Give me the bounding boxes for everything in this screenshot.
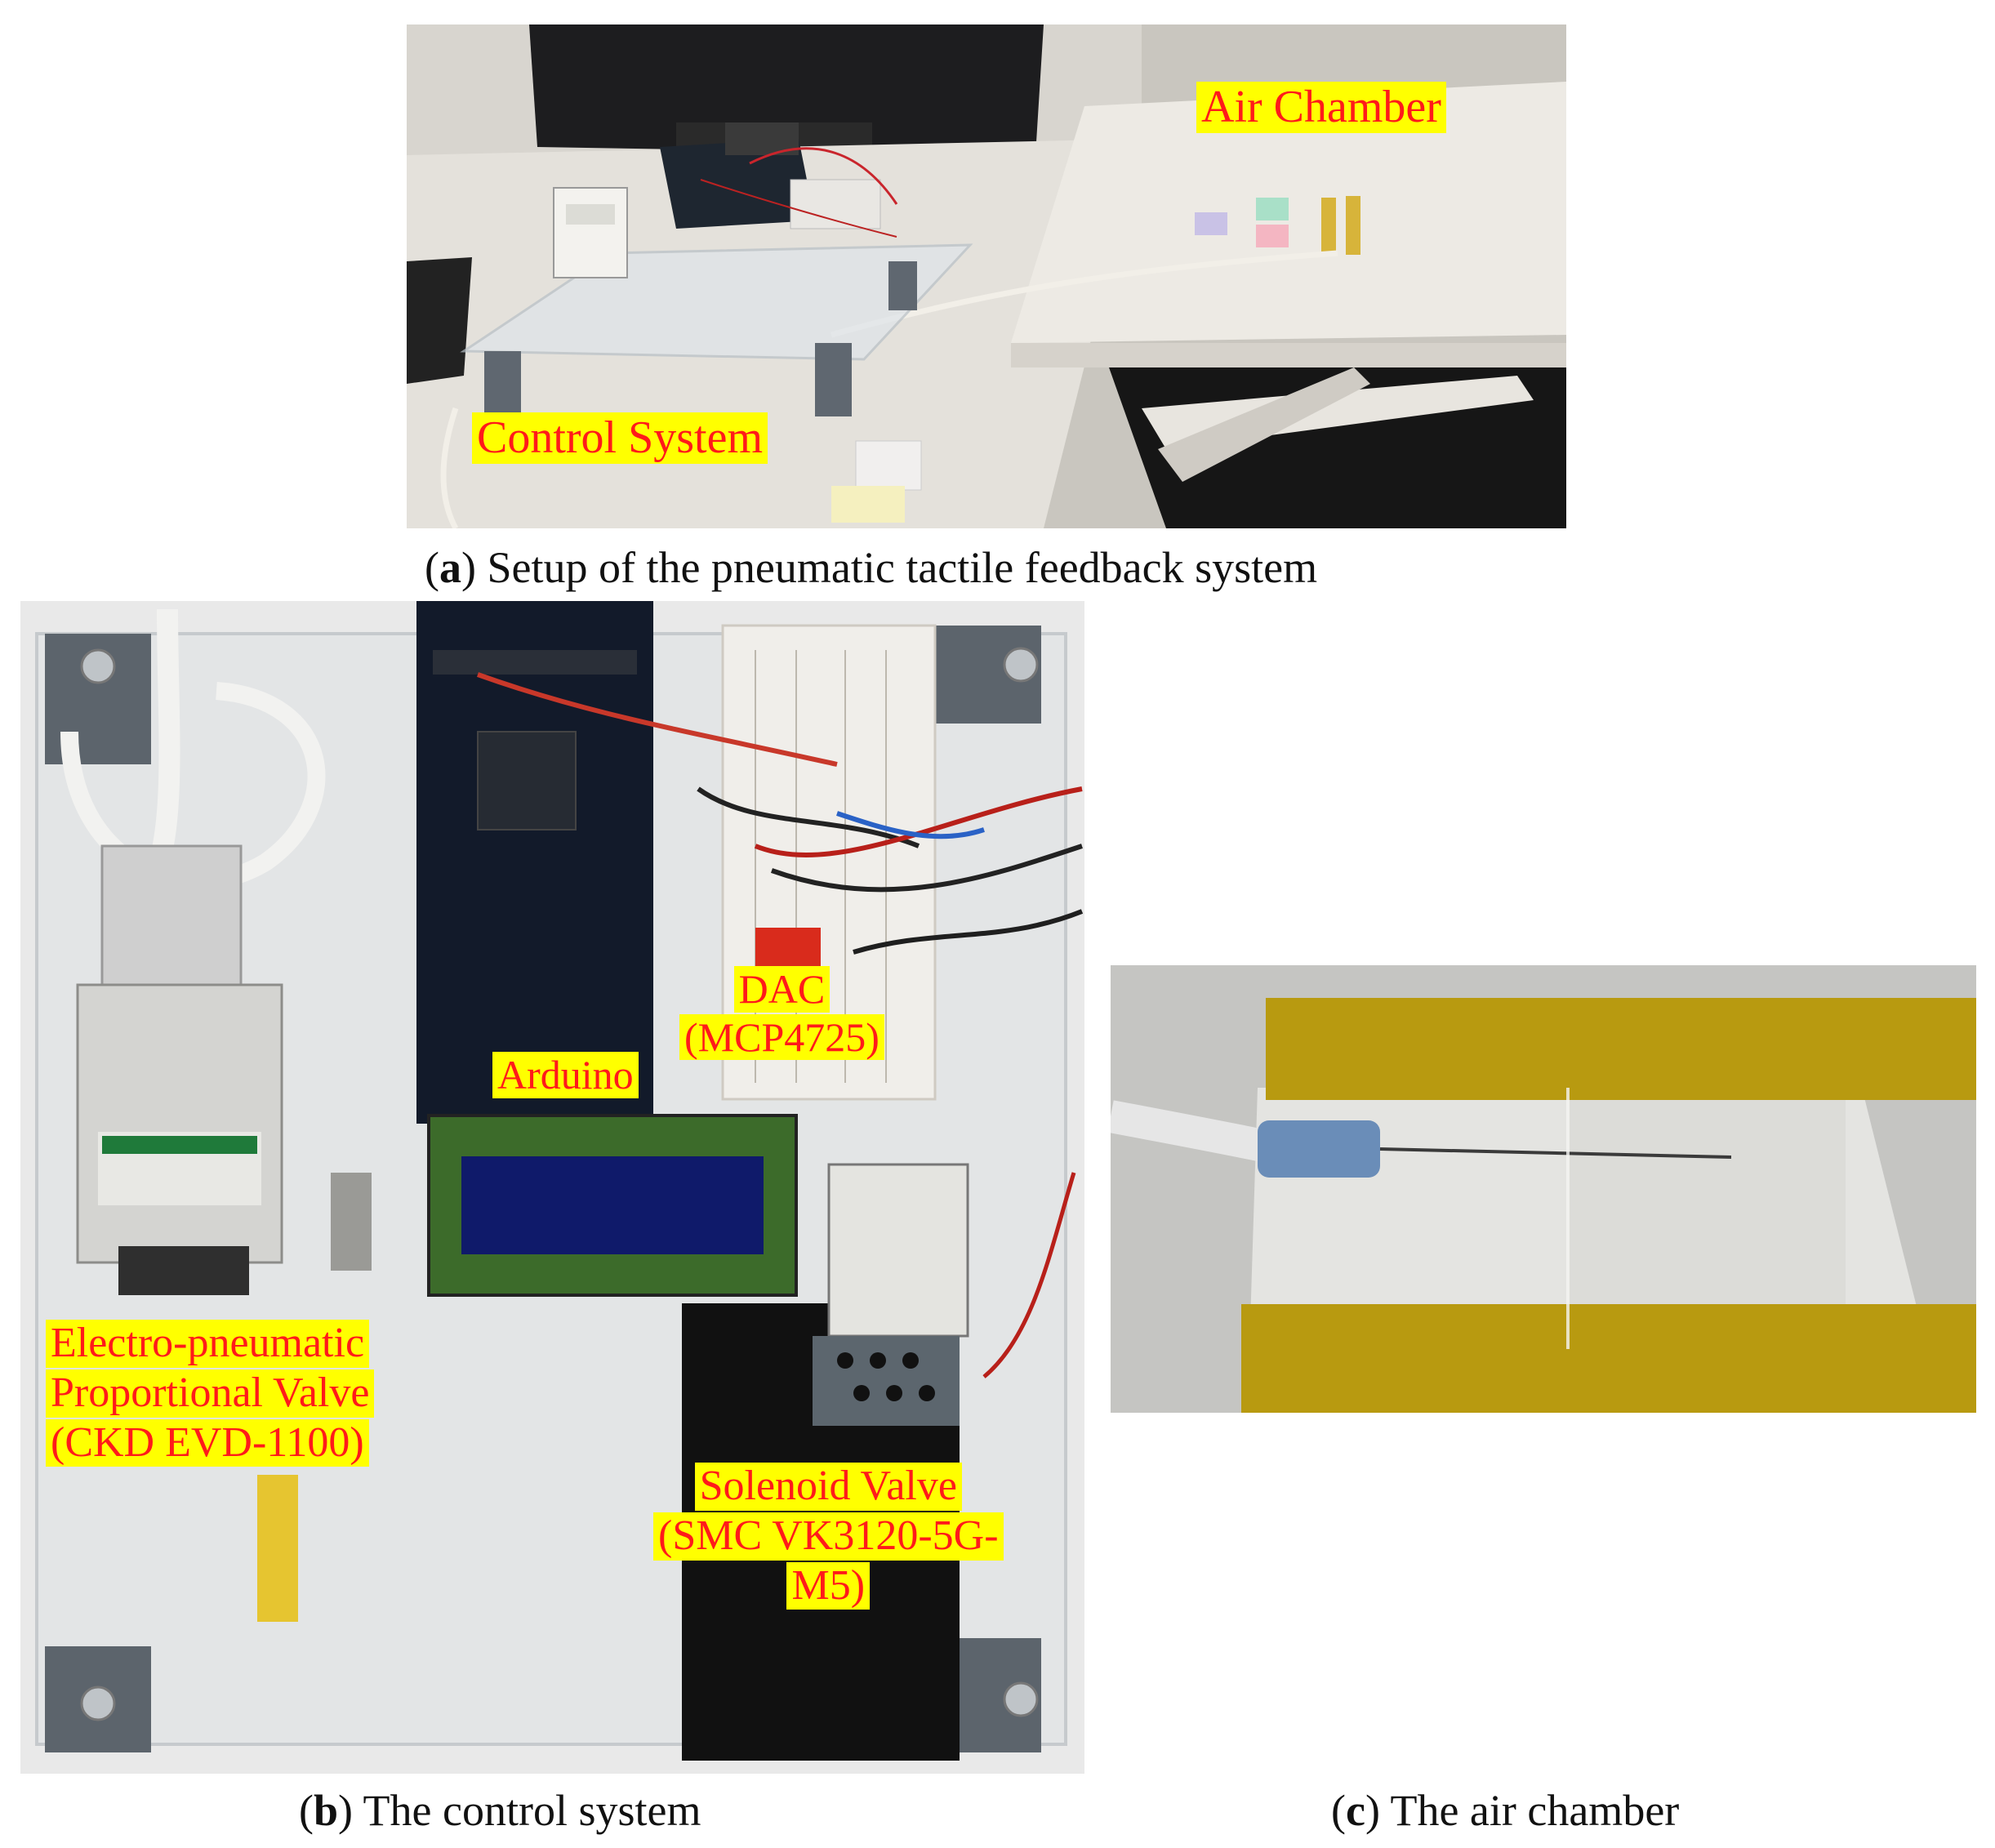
label-sol-line2: (SMC VK3120-5G- <box>653 1512 1004 1561</box>
label-epv-line2: Proportional Valve <box>46 1369 375 1418</box>
caption-b-letter: b <box>313 1786 339 1835</box>
label-control-system: Control System <box>472 412 768 465</box>
label-dac-line1: DAC <box>733 966 831 1013</box>
photo-air-chamber <box>1111 965 1976 1413</box>
solenoid-valve <box>827 1163 969 1338</box>
caption-c-text: The air chamber <box>1390 1786 1680 1835</box>
label-sol-line1: Solenoid Valve <box>694 1463 962 1511</box>
needle <box>1379 1147 1732 1159</box>
arduino-board <box>416 601 653 1124</box>
monitor <box>529 24 1044 155</box>
air-chamber-photo-illustration <box>1111 965 1976 1413</box>
caption-c: (c) The air chamber <box>1331 1786 1680 1835</box>
caption-c-letter: c <box>1345 1786 1365 1835</box>
label-dac-line2: (MCP4725) <box>679 1013 884 1060</box>
label-sol-line3: M5) <box>786 1561 871 1610</box>
caption-a: (a) Setup of the pneumatic tactile feedb… <box>425 543 1318 592</box>
caption-a-text: Setup of the pneumatic tactile feedback … <box>487 543 1318 592</box>
caption-b-text: The control system <box>363 1786 701 1835</box>
label-proportional-valve: Electro-pneumatic Proportional Valve (CK… <box>46 1319 375 1467</box>
needle-hub <box>1258 1120 1380 1178</box>
label-air-chamber: Air Chamber <box>1196 82 1446 134</box>
label-epv-line3: (CKD EVD-1100) <box>46 1418 369 1467</box>
caption-a-letter: a <box>439 543 461 592</box>
label-solenoid-valve: Solenoid Valve (SMC VK3120-5G- M5) <box>653 1462 1004 1610</box>
label-epv-line1: Electro-pneumatic <box>46 1320 370 1368</box>
bottom-tape <box>1241 1304 1976 1413</box>
label-dac: DAC (MCP4725) <box>679 965 884 1061</box>
caption-b: (b) The control system <box>299 1786 701 1835</box>
label-arduino: Arduino <box>492 1052 639 1098</box>
top-tape <box>1266 998 1976 1100</box>
